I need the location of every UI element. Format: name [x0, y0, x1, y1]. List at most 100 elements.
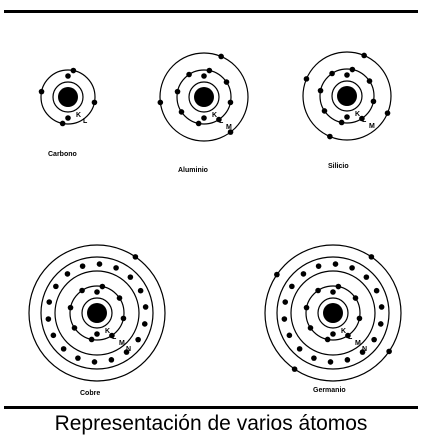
- shell-label-m: M: [226, 124, 232, 131]
- electron: [67, 304, 74, 311]
- electron: [75, 355, 81, 361]
- electron: [363, 274, 370, 280]
- electron: [359, 349, 366, 355]
- atom-name: Silicio: [328, 163, 349, 170]
- electron: [94, 331, 100, 337]
- electron: [317, 87, 324, 94]
- shell-label-l: L: [83, 118, 88, 125]
- top-rule: [4, 10, 418, 13]
- electron: [96, 261, 103, 267]
- electron: [59, 120, 66, 127]
- electron: [327, 133, 333, 140]
- electron: [45, 316, 52, 322]
- shell-label-k: K: [105, 328, 110, 335]
- electron: [352, 295, 359, 301]
- electron: [307, 325, 314, 331]
- electron: [218, 53, 224, 60]
- orbit-ring: [264, 244, 402, 382]
- electron: [94, 289, 100, 295]
- electron: [332, 261, 339, 267]
- electron: [186, 71, 192, 78]
- electron: [330, 331, 336, 337]
- electron: [201, 115, 207, 121]
- orbit-ring: [28, 244, 166, 382]
- electron: [120, 315, 127, 322]
- shell-label-n: N: [126, 346, 131, 353]
- electron: [206, 67, 213, 74]
- electron: [135, 336, 141, 343]
- atom-name: Germanio: [313, 387, 346, 394]
- electron: [216, 116, 222, 123]
- electron: [345, 332, 351, 339]
- electron: [368, 254, 375, 260]
- electron: [108, 357, 115, 363]
- electron: [378, 304, 385, 310]
- atom-name: Aluminio: [178, 167, 208, 174]
- electron: [303, 304, 310, 311]
- electron: [386, 348, 392, 355]
- electron: [88, 336, 95, 343]
- electron: [329, 70, 335, 77]
- electron: [324, 336, 331, 343]
- shell-label-m: M: [369, 123, 375, 130]
- orbit-ring: [81, 297, 113, 329]
- electron: [321, 108, 328, 114]
- electron: [70, 67, 77, 74]
- electron: [371, 336, 377, 343]
- electron: [349, 66, 356, 73]
- electron: [370, 98, 377, 105]
- electron: [291, 366, 298, 372]
- electron: [65, 73, 71, 79]
- orbit-ring: [305, 285, 361, 341]
- electron: [300, 271, 307, 277]
- shell-label-k: K: [76, 112, 81, 119]
- atom-name: Carbono: [48, 151, 77, 158]
- orbit-ring: [188, 81, 220, 113]
- shell-label-l: L: [362, 117, 367, 124]
- electron: [38, 88, 45, 95]
- electron: [281, 316, 288, 322]
- electron: [99, 283, 106, 290]
- electron: [338, 119, 345, 126]
- electron: [223, 79, 230, 85]
- electron: [116, 295, 123, 301]
- electron: [384, 110, 391, 116]
- shell-label-k: K: [212, 112, 217, 119]
- shell-label-l: L: [348, 334, 353, 341]
- electron: [132, 254, 139, 260]
- electron: [109, 332, 115, 339]
- orbit-ring: [302, 51, 392, 141]
- orbit-ring: [69, 285, 125, 341]
- orbit-ring: [52, 81, 84, 113]
- shell-label-k: K: [355, 111, 360, 118]
- nucleus: [58, 87, 78, 107]
- electron: [142, 304, 149, 310]
- electron: [79, 263, 86, 269]
- electron: [327, 359, 334, 365]
- electron: [361, 52, 367, 59]
- orbit-ring: [40, 256, 154, 370]
- nucleus: [194, 87, 214, 107]
- atom-silicio: KLM Silicio: [302, 51, 392, 170]
- electron: [79, 287, 85, 294]
- electron: [359, 115, 365, 122]
- electron: [227, 129, 234, 135]
- electron: [195, 120, 202, 127]
- electron: [330, 289, 336, 295]
- electron: [315, 287, 321, 294]
- electron: [65, 115, 71, 121]
- shell-label-m: M: [355, 340, 361, 347]
- shell-label-l: L: [219, 118, 224, 125]
- orbit-ring: [54, 270, 140, 356]
- orbit-ring: [331, 80, 363, 112]
- electron: [349, 265, 355, 271]
- electron: [123, 349, 130, 355]
- electron: [178, 109, 185, 115]
- bottom-rule: [4, 406, 418, 409]
- electron: [91, 359, 98, 365]
- electron: [311, 355, 317, 361]
- electron: [303, 76, 310, 82]
- electron: [282, 299, 289, 305]
- orbit-ring: [317, 297, 349, 329]
